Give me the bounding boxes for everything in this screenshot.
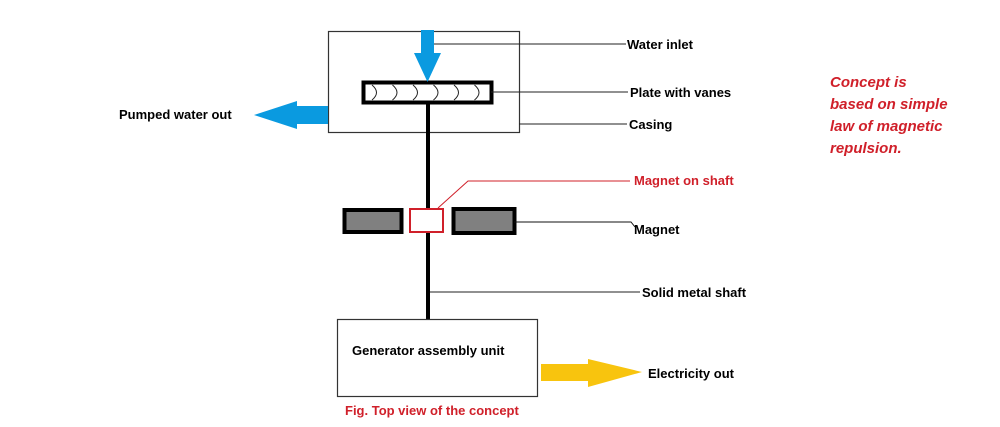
label-generator-assembly-unit: Generator assembly unit [352,343,505,358]
magnet-on-shaft [410,209,443,232]
label-magnet-on-shaft: Magnet on shaft [634,173,734,188]
pumped-water-out-arrow [254,101,328,129]
concept-note: Concept is based on simple law of magnet… [830,74,948,157]
concept-note-line: Concept is [830,74,907,91]
label-magnet: Magnet [634,222,680,237]
magnet-left [345,210,402,232]
figure-caption: Fig. Top view of the concept [345,403,519,418]
label-water-inlet: Water inlet [627,37,694,52]
label-plate-with-vanes: Plate with vanes [630,85,731,100]
generator-assembly-box [338,320,538,397]
concept-note-line: based on simple [830,96,948,113]
leader-magnet-on-shaft [438,181,630,208]
label-solid-metal-shaft: Solid metal shaft [642,285,747,300]
label-casing: Casing [629,117,672,132]
electricity-out-arrow [541,359,642,387]
magnet-right [454,209,515,233]
concept-note-line: repulsion. [830,140,902,157]
plate-with-vanes [364,83,492,103]
label-electricity-out: Electricity out [648,366,735,381]
concept-note-line: law of magnetic [830,118,943,135]
leader-magnet [514,222,635,227]
label-pumped-water-out: Pumped water out [119,107,232,122]
